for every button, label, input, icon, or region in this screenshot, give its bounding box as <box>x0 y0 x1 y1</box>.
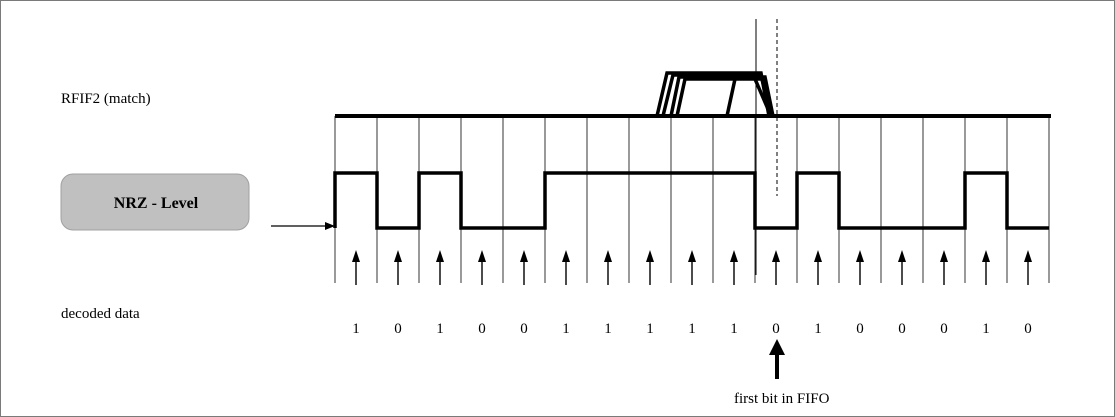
sample-arrow <box>604 250 612 285</box>
sample-arrow <box>478 250 486 285</box>
sample-arrow <box>646 250 654 285</box>
bit-value: 1 <box>604 321 612 337</box>
bit-value: 1 <box>436 321 444 337</box>
bit-value: 0 <box>856 321 864 337</box>
sample-arrow <box>394 250 402 285</box>
bit-value: 1 <box>730 321 738 337</box>
nrz-level-label: NRZ - Level <box>114 195 199 212</box>
decoded-data-label: decoded data <box>61 306 140 322</box>
nrz-level-box <box>60 173 250 231</box>
nrz-waveform <box>333 171 1049 230</box>
bit-value: 1 <box>982 321 990 337</box>
input-arrow <box>271 222 335 230</box>
sample-arrow <box>856 250 864 285</box>
first-bit-label: first bit in FIFO <box>734 391 830 407</box>
bit-value: 0 <box>940 321 948 337</box>
sample-arrows <box>352 250 1032 285</box>
bit-value: 1 <box>562 321 570 337</box>
sample-arrow <box>940 250 948 285</box>
sample-arrow <box>814 250 822 285</box>
bit-value: 0 <box>394 321 402 337</box>
sample-arrow <box>436 250 444 285</box>
bit-value: 0 <box>898 321 906 337</box>
bit-value: 0 <box>478 321 486 337</box>
sample-arrow <box>982 250 990 285</box>
decoded-bits: 1 0 1 0 0 1 1 1 1 1 0 1 0 0 0 1 0 <box>352 321 1032 337</box>
sample-arrow <box>1024 250 1032 285</box>
bit-value: 0 <box>1024 321 1032 337</box>
bit-value: 0 <box>520 321 528 337</box>
first-bit-arrow <box>769 339 785 379</box>
sample-arrow <box>562 250 570 285</box>
bit-value: 1 <box>814 321 822 337</box>
sample-arrow <box>898 250 906 285</box>
sample-arrow <box>772 250 780 285</box>
sample-arrow <box>730 250 738 285</box>
sample-arrow <box>688 250 696 285</box>
sample-arrow <box>520 250 528 285</box>
bit-value: 1 <box>688 321 696 337</box>
bit-value: 0 <box>772 321 780 337</box>
bit-value: 1 <box>646 321 654 337</box>
rfif2-label: RFIF2 (match) <box>61 91 151 107</box>
bit-value: 1 <box>352 321 360 337</box>
sample-arrow <box>352 250 360 285</box>
rfif2-match-pulse <box>655 71 777 118</box>
